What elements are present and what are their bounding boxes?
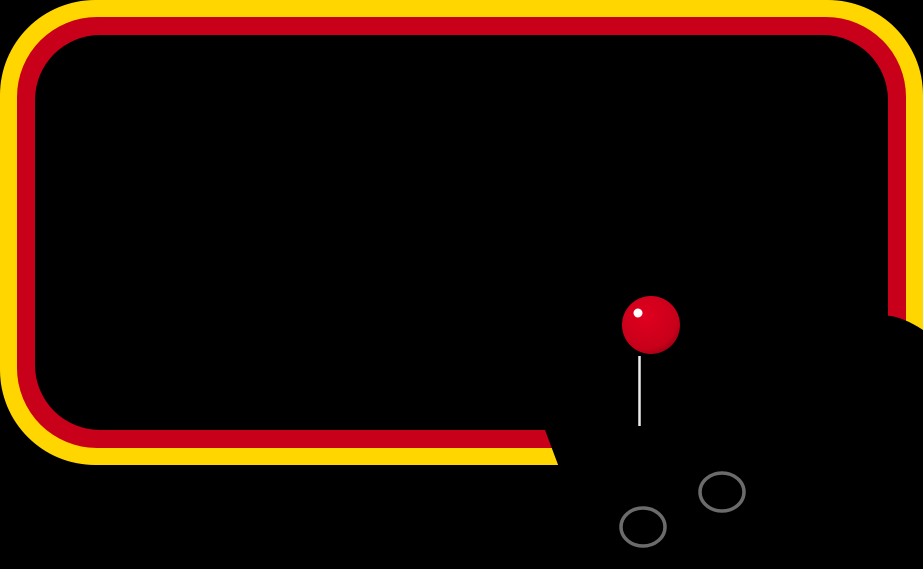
ring-icon-right	[698, 471, 746, 513]
pin-highlight	[633, 308, 643, 318]
pin-needle	[638, 356, 641, 426]
ring-icon-left	[619, 506, 667, 548]
pin-head-icon	[622, 296, 680, 354]
